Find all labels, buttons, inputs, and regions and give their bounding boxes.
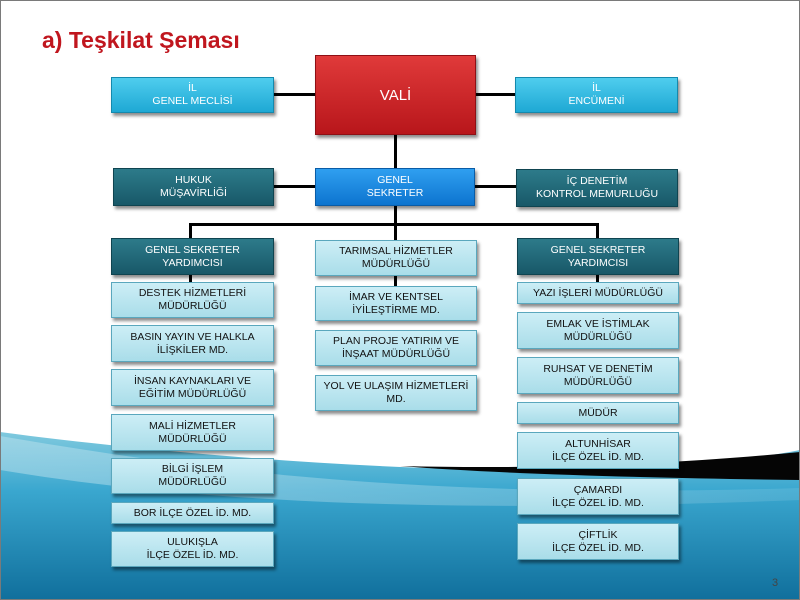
- left-unit-box: MALİ HİZMETLER MÜDÜRLÜĞÜ: [111, 414, 274, 451]
- right-unit-box: YAZI İŞLERİ MÜDÜRLÜĞÜ: [517, 282, 679, 304]
- connector-right-spine: [596, 275, 599, 287]
- left-unit-box: BOR İLÇE ÖZEL İD. MD.: [111, 502, 274, 524]
- right-unit-box: ALTUNHİSAR İLÇE ÖZEL İD. MD.: [517, 432, 679, 469]
- connector-left-spine: [189, 275, 192, 287]
- connector-vali-down: [394, 135, 397, 168]
- slide-title: a) Teşkilat Şeması: [42, 27, 240, 53]
- hukuk-musavirligi-box: HUKUK MÜŞAVİRLİĞİ: [113, 168, 274, 206]
- left-unit-box: BİLGİ İŞLEM MÜDÜRLÜĞÜ: [111, 458, 274, 494]
- il-genel-meclisi-box: İL GENEL MECLİSİ: [111, 77, 274, 113]
- connector-branch-right: [596, 223, 599, 238]
- center-unit-box: PLAN PROJE YATIRIM VE İNŞAAT MÜDÜRLÜĞÜ: [315, 330, 477, 366]
- right-unit-box: ÇİFTLİK İLÇE ÖZEL İD. MD.: [517, 523, 679, 560]
- il-encumeni-box: İL ENCÜMENİ: [515, 77, 678, 113]
- right-unit-box: RUHSAT VE DENETİM MÜDÜRLÜĞÜ: [517, 357, 679, 394]
- slide-number: 3: [772, 577, 779, 589]
- right-unit-box: ÇAMARDI İLÇE ÖZEL İD. MD.: [517, 478, 679, 515]
- ic-denetim-box: İÇ DENETİM KONTROL MEMURLUĞU: [516, 169, 678, 207]
- connector-branch-left: [189, 223, 192, 238]
- connector-branch-center: [394, 223, 397, 240]
- right-unit-box: MÜDÜR: [517, 402, 679, 424]
- right-unit-box: EMLAK VE İSTİMLAK MÜDÜRLÜĞÜ: [517, 312, 679, 349]
- left-unit-box: İNSAN KAYNAKLARI VE EĞİTİM MÜDÜRLÜĞÜ: [111, 369, 274, 406]
- genel-sekreter-box: GENEL SEKRETER: [315, 168, 475, 206]
- connector-center-spine: [394, 275, 397, 287]
- left-assistant-secretary-box: GENEL SEKRETER YARDIMCISI: [111, 238, 274, 275]
- left-unit-box: BASIN YAYIN VE HALKLA İLİŞKİLER MD.: [111, 325, 274, 362]
- center-unit-box: İMAR VE KENTSEL İYİLEŞTİRME MD.: [315, 286, 477, 321]
- center-unit-box: YOL VE ULAŞIM HİZMETLERİ MD.: [315, 375, 477, 411]
- connector-secretary-down: [394, 205, 397, 225]
- right-assistant-secretary-box: GENEL SEKRETER YARDIMCISI: [517, 238, 679, 275]
- vali-box: VALİ: [315, 55, 476, 135]
- left-unit-box: DESTEK HİZMETLERİ MÜDÜRLÜĞÜ: [111, 282, 274, 318]
- center-unit-box: TARIMSAL HİZMETLER MÜDÜRLÜĞÜ: [315, 240, 477, 276]
- left-unit-box: ULUKIŞLA İLÇE ÖZEL İD. MD.: [111, 531, 274, 567]
